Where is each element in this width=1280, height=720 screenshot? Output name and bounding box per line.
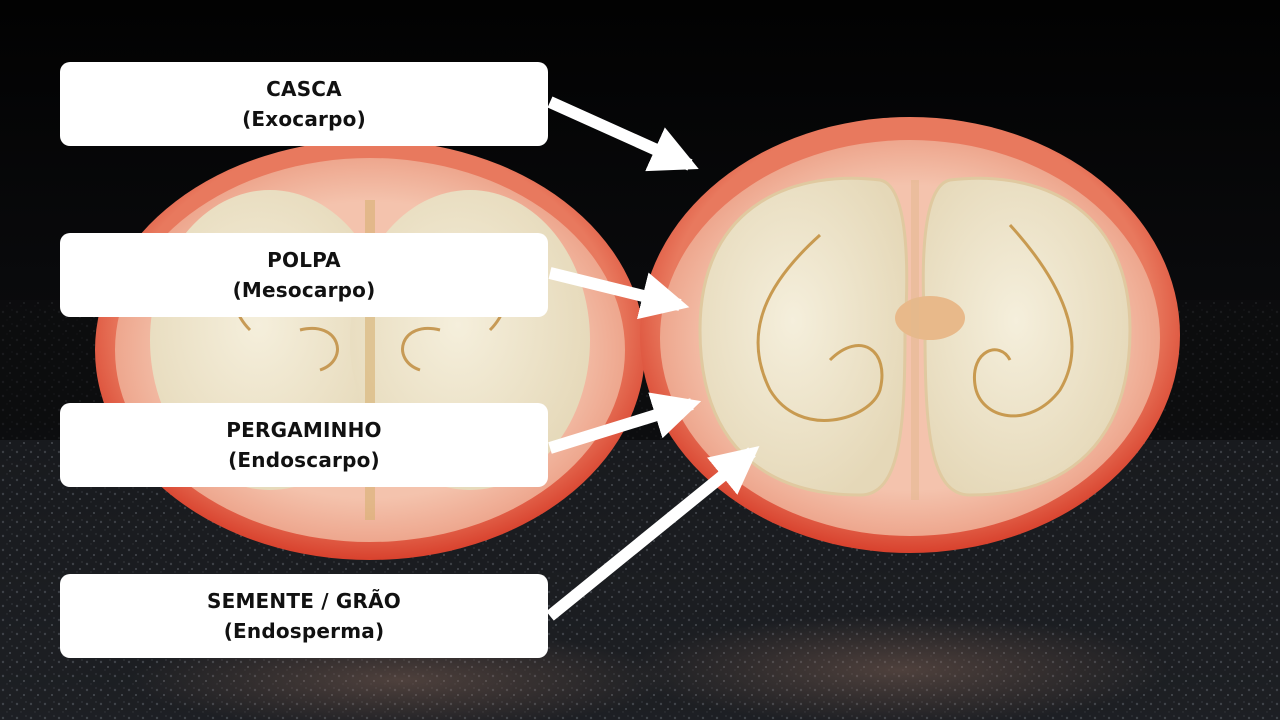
- arrow-polpa: [548, 267, 690, 320]
- cherry-reflection: [630, 615, 1170, 720]
- arrow-casca: [547, 96, 699, 172]
- label-title: PERGAMINHO: [226, 418, 382, 442]
- right-cherry-half: [640, 117, 1180, 553]
- label-title: CASCA: [266, 77, 342, 101]
- label-subtitle: (Mesocarpo): [232, 278, 376, 302]
- label-subtitle: (Endoscarpo): [228, 448, 380, 472]
- arrow-semente: [546, 445, 760, 621]
- label-title: SEMENTE / GRÃO: [206, 589, 401, 613]
- label-subtitle: (Exocarpo): [242, 107, 366, 131]
- label-title: POLPA: [267, 248, 341, 272]
- left-cherry-half: [95, 140, 645, 560]
- label-polpa: POLPA (Mesocarpo): [60, 233, 548, 317]
- pointer-arrows: [546, 96, 760, 621]
- label-pergaminho: PERGAMINHO (Endoscarpo): [60, 403, 548, 487]
- arrow-pergaminho: [548, 392, 702, 454]
- label-semente: SEMENTE / GRÃO (Endosperma): [60, 574, 548, 658]
- label-casca: CASCA (Exocarpo): [60, 62, 548, 146]
- label-subtitle: (Endosperma): [223, 619, 385, 643]
